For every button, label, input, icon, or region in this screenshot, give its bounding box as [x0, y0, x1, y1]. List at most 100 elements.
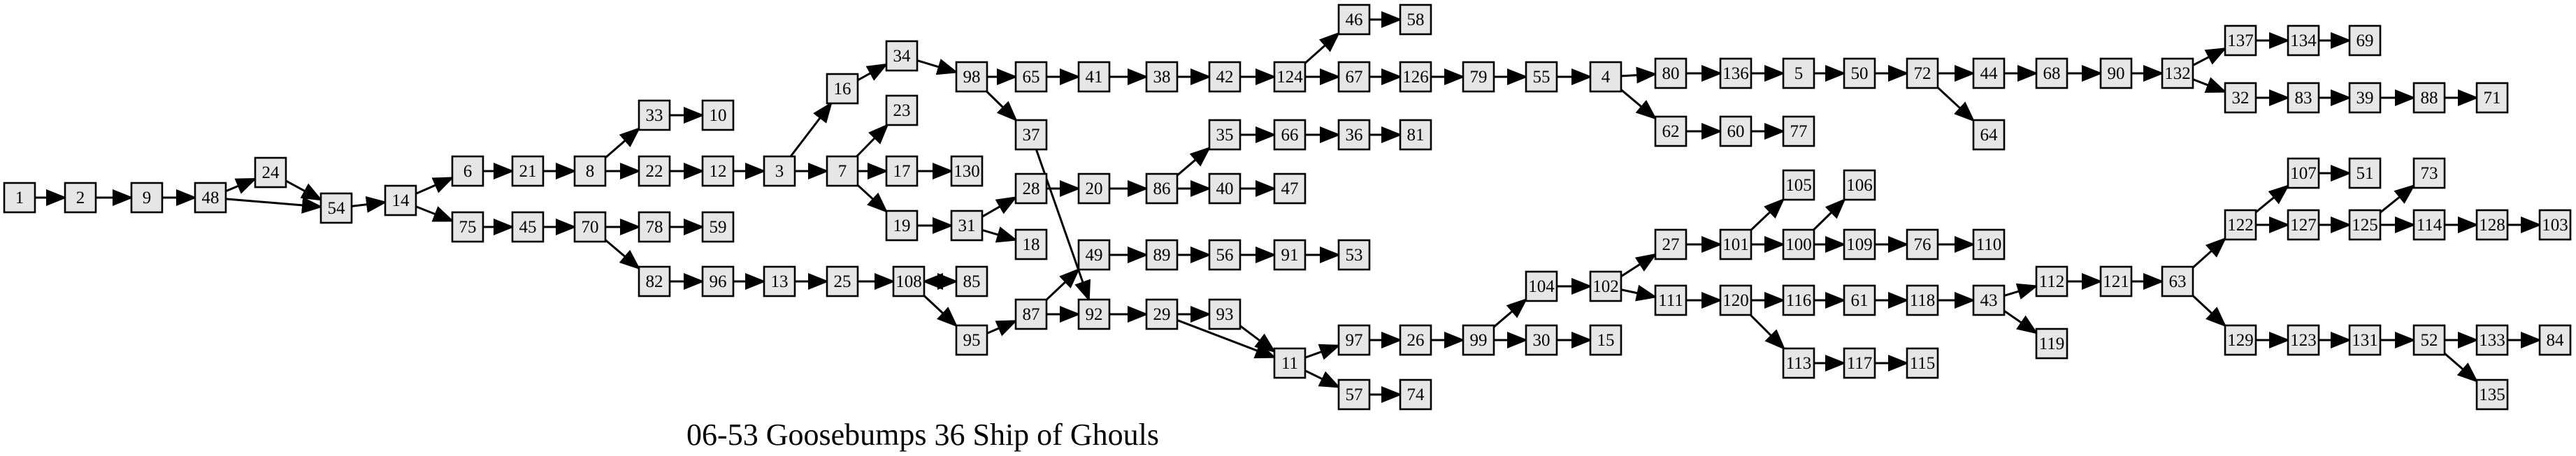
node-91: 91 [1273, 239, 1307, 271]
node-label: 51 [2356, 164, 2374, 183]
node-box [2348, 209, 2382, 241]
node-109: 109 [1843, 228, 1876, 260]
node-box [1654, 228, 1688, 260]
node-78: 78 [638, 211, 671, 243]
node-label: 56 [1216, 246, 1234, 265]
node-box [1208, 298, 1242, 330]
node-box [955, 265, 988, 297]
node-box [1972, 57, 2006, 89]
node-box [1843, 57, 1876, 89]
node-11: 11 [1273, 347, 1307, 379]
node-label: 39 [2356, 89, 2374, 108]
node-box [511, 155, 545, 187]
node-label: 132 [2164, 64, 2191, 83]
node-37: 37 [1014, 119, 1048, 151]
edge-31-18 [981, 226, 1018, 243]
node-box [1654, 284, 1688, 316]
node-box [2287, 24, 2320, 57]
node-57: 57 [1337, 378, 1371, 411]
node-54: 54 [319, 192, 353, 224]
node-label: 28 [1023, 179, 1040, 198]
node-83: 83 [2287, 82, 2320, 114]
node-113: 113 [1782, 347, 1815, 379]
node-box [1014, 228, 1048, 260]
node-36: 36 [1337, 119, 1371, 151]
node-label: 77 [1790, 122, 1808, 141]
node-label: 25 [834, 272, 851, 291]
node-92: 92 [1077, 298, 1111, 330]
node-box [2099, 57, 2133, 89]
edge-95-87 [986, 320, 1018, 337]
node-label: 112 [2039, 272, 2065, 291]
node-label: 71 [2484, 89, 2501, 108]
node-label: 18 [1023, 235, 1040, 254]
node-label: 135 [2479, 385, 2505, 404]
node-box [1719, 284, 1753, 316]
node-label: 27 [1662, 235, 1680, 254]
node-label: 21 [519, 162, 537, 181]
node-box [1208, 239, 1242, 271]
node-label: 99 [1470, 331, 1488, 350]
node-85: 85 [955, 265, 988, 297]
node-119: 119 [2035, 328, 2068, 360]
node-122: 122 [2224, 209, 2257, 241]
node-box [1337, 3, 1371, 36]
node-66: 66 [1273, 119, 1307, 151]
node-box [885, 40, 919, 72]
node-box [2412, 82, 2446, 114]
node-box [2035, 57, 2068, 89]
node-18: 18 [1014, 228, 1048, 260]
node-16: 16 [826, 73, 859, 105]
node-box [2099, 265, 2133, 297]
node-box [1145, 239, 1179, 271]
node-label: 81 [1407, 126, 1425, 145]
node-box [1782, 115, 1815, 147]
node-74: 74 [1399, 378, 1432, 411]
node-9: 9 [130, 182, 164, 214]
edge-98-37 [986, 90, 1018, 122]
node-label: 130 [954, 162, 980, 181]
node-42: 42 [1208, 61, 1242, 93]
node-117: 117 [1843, 347, 1876, 379]
node-box [1014, 172, 1048, 205]
node-115: 115 [1906, 347, 1939, 379]
node-box [1399, 324, 1432, 356]
node-128: 128 [2475, 209, 2509, 241]
node-box [638, 265, 671, 297]
node-label: 117 [1847, 354, 1873, 373]
diagram-caption: 06-53 Goosebumps 36 Ship of Ghouls [686, 418, 1159, 452]
node-label: 84 [2547, 331, 2565, 350]
node-80: 80 [1654, 57, 1688, 89]
node-123: 123 [2287, 324, 2320, 356]
node-label: 24 [262, 163, 280, 182]
node-box [2224, 209, 2257, 241]
node-box [2287, 82, 2320, 114]
node-label: 93 [1216, 305, 1234, 324]
edge-48-54 [225, 196, 323, 214]
edge-120-113 [1749, 314, 1786, 351]
node-label: 90 [2108, 64, 2125, 83]
node-30: 30 [1525, 324, 1558, 356]
node-box [955, 324, 988, 356]
node-87: 87 [1014, 298, 1048, 330]
node-box [1719, 57, 1753, 89]
node-label: 19 [893, 216, 911, 235]
node-box [885, 209, 919, 242]
node-63: 63 [2161, 265, 2194, 297]
node-110: 110 [1972, 228, 2006, 260]
node-box [1843, 347, 1876, 379]
node-45: 45 [511, 211, 545, 243]
node-box [2035, 328, 2068, 360]
node-box [2348, 324, 2382, 356]
node-137: 137 [2224, 24, 2257, 57]
node-box [1208, 172, 1242, 205]
node-label: 49 [1086, 246, 1103, 265]
node-89: 89 [1145, 239, 1179, 271]
node-box [573, 211, 607, 243]
node-35: 35 [1208, 119, 1242, 151]
node-box [1906, 57, 1939, 89]
node-label: 1 [15, 189, 24, 207]
node-label: 23 [893, 101, 911, 120]
node-box [1972, 119, 2006, 151]
node-10: 10 [701, 99, 735, 131]
